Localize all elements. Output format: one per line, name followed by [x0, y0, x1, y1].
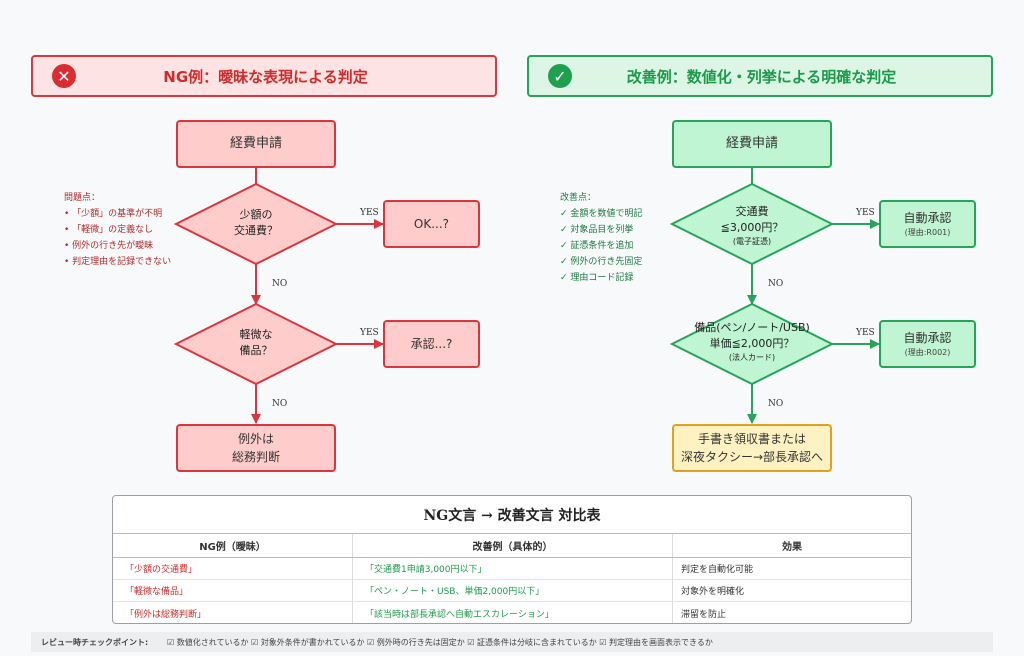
ok-decision2-line1: 備品(ペン/ノート/USB) — [694, 321, 810, 334]
ng-note-item: • 「少額」の基準が不明 — [64, 209, 163, 219]
ok-note-item: ✓ 対象品目を列挙 — [560, 225, 634, 235]
ok-decision2-line2: 単価≦2,000円？ — [709, 336, 795, 350]
ok-exception-box: 手書き領収書または 深夜タクシー→部長承認へ — [672, 424, 832, 472]
ok-result2-box: 自動承認 (理由:R002) — [879, 320, 976, 368]
table-row: 「軽微な備品」 「ペン・ノート・USB、単価2,000円以下」 対象外を明確化 — [113, 580, 911, 602]
ok-note-item: ✓ 証憑条件を追加 — [560, 241, 634, 251]
ok-banner-title: 改善例：数値化・列挙による明確な判定 — [626, 67, 897, 86]
table-header-improved: 改善例（具体的） — [353, 534, 673, 557]
table-cell-ng: 「少額の交通費」 — [113, 558, 353, 579]
table-cell-effect: 判定を自動化可能 — [681, 565, 754, 575]
table-cell-ng: 「軽微な備品」 — [113, 580, 353, 601]
table-cell-effect: 対象外を明確化 — [681, 587, 745, 597]
ok-end-line2: 深夜タクシー→部長承認へ — [680, 450, 824, 464]
ng-end-line2: 総務判断 — [231, 450, 280, 464]
ng-result2-box: 承認...? — [383, 320, 480, 368]
checkpoints-label: レビュー時チェックポイント: — [41, 637, 149, 647]
ok-decision2-label: 備品(ペン/ノート/USB) 単価≦2,000円？ (法人カード) — [682, 320, 822, 363]
ng-end-line1: 例外は — [237, 432, 274, 446]
ng-result1-label: OK...? — [413, 217, 450, 231]
checkpoints-text: ☑ 数値化されているか ☑ 対象外条件が書かれているか ☑ 例外時の行き先は固定… — [167, 637, 713, 647]
table-cell-improved: 「ペン・ノート・USB、単価2,000円以下」 — [353, 580, 673, 601]
ok-result2-label: 自動承認 — [903, 331, 952, 345]
ok-decision1-line2: ≦3,000円？ — [720, 220, 784, 234]
ng-end-box: 例外は 総務判断 — [176, 424, 336, 472]
ng-no-label-1: NO — [272, 279, 288, 289]
review-checkpoints-bar: レビュー時チェックポイント: ☑ 数値化されているか ☑ 対象外条件が書かれてい… — [31, 632, 993, 652]
ok-decision2-sub: (法人カード) — [728, 352, 776, 362]
ng-decision1-line1: 少額の — [239, 208, 273, 221]
ng-decision2-line1: 軽微な — [239, 328, 273, 341]
ng-decision1-line2: 交通費？ — [234, 223, 278, 237]
ok-notes-title: 改善点： — [560, 193, 597, 203]
ok-end-line1: 手書き領収書または — [697, 432, 806, 446]
improved-example-banner: ✓ 改善例：数値化・列挙による明確な判定 — [527, 55, 993, 97]
table-row: 「例外は総務判断」 「該当時は部長承認へ自動エスカレーション」 滞留を防止 — [113, 602, 911, 623]
ng-example-banner: ✕ NG例：曖昧な表現による判定 — [31, 55, 497, 97]
ng-problem-notes: 問題点： • 「少額」の基準が不明 • 「軽微」の定義なし • 例外の行き先が曖… — [64, 190, 171, 270]
ng-result1-box: OK...? — [383, 200, 480, 248]
ok-start-label: 経費申請 — [725, 136, 778, 152]
ok-start-box: 経費申請 — [672, 120, 832, 168]
comparison-table: NG文言 → 改善文言 対比表 NG例（曖昧） 改善例（具体的） 効果 「少額の… — [112, 495, 912, 624]
ng-decision2-line2: 備品？ — [239, 343, 273, 357]
ok-note-item: ✓ 例外の行き先固定 — [560, 257, 643, 267]
ng-notes-title: 問題点： — [64, 193, 101, 203]
check-circle-icon: ✓ — [548, 64, 572, 88]
ok-improvement-notes: 改善点： ✓ 金額を数値で明記 ✓ 対象品目を列挙 ✓ 証憑条件を追加 ✓ 例外… — [560, 190, 642, 286]
table-cell-improved: 「該当時は部長承認へ自動エスカレーション」 — [353, 602, 673, 623]
ok-no-label-1: NO — [768, 279, 784, 289]
table-row: 「少額の交通費」 「交通費1申請3,000円以下」 判定を自動化可能 — [113, 558, 911, 580]
ok-decision1-label: 交通費 ≦3,000円？ (電子証憑) — [692, 204, 812, 247]
ng-note-item: • 判定理由を記録できない — [64, 257, 172, 267]
ok-note-item: ✓ 金額を数値で明記 — [560, 209, 643, 219]
table-title: NG文言 → 改善文言 対比表 — [113, 496, 911, 534]
ng-banner-title: NG例：曖昧な表現による判定 — [163, 67, 368, 86]
ok-decision1-sub: (電子証憑) — [732, 236, 772, 246]
ng-yes-label-1: YES — [360, 208, 379, 218]
ng-no-label-2: NO — [272, 399, 288, 409]
ok-no-label-2: NO — [768, 399, 784, 409]
ok-note-item: ✓ 理由コード記録 — [560, 273, 634, 283]
ng-decision2-label: 軽微な 備品？ — [206, 327, 306, 359]
table-header-row: NG例（曖昧） 改善例（具体的） 効果 — [113, 534, 911, 558]
ng-result2-label: 承認...? — [410, 337, 453, 351]
ng-decision1-label: 少額の 交通費？ — [206, 207, 306, 239]
ng-note-item: • 例外の行き先が曖昧 — [64, 241, 154, 251]
ng-yes-label-2: YES — [360, 328, 379, 338]
table-cell-improved: 「交通費1申請3,000円以下」 — [353, 558, 673, 579]
table-header-ng: NG例（曖昧） — [113, 534, 353, 557]
ok-yes-label-2: YES — [856, 328, 875, 338]
ok-result2-sub: (理由:R002) — [904, 348, 951, 357]
ok-result1-sub: (理由:R001) — [904, 228, 951, 237]
table-cell-ng: 「例外は総務判断」 — [113, 602, 353, 623]
ok-result1-label: 自動承認 — [903, 211, 952, 225]
ng-note-item: • 「軽微」の定義なし — [64, 225, 154, 235]
ng-start-label: 経費申請 — [229, 136, 282, 152]
x-circle-icon: ✕ — [52, 64, 76, 88]
ok-result1-box: 自動承認 (理由:R001) — [879, 200, 976, 248]
ok-decision1-line1: 交通費 — [735, 205, 769, 218]
ok-yes-label-1: YES — [856, 208, 875, 218]
table-cell-effect: 滞留を防止 — [681, 609, 727, 620]
table-header-effect: 効果 — [782, 542, 802, 553]
ng-start-box: 経費申請 — [176, 120, 336, 168]
